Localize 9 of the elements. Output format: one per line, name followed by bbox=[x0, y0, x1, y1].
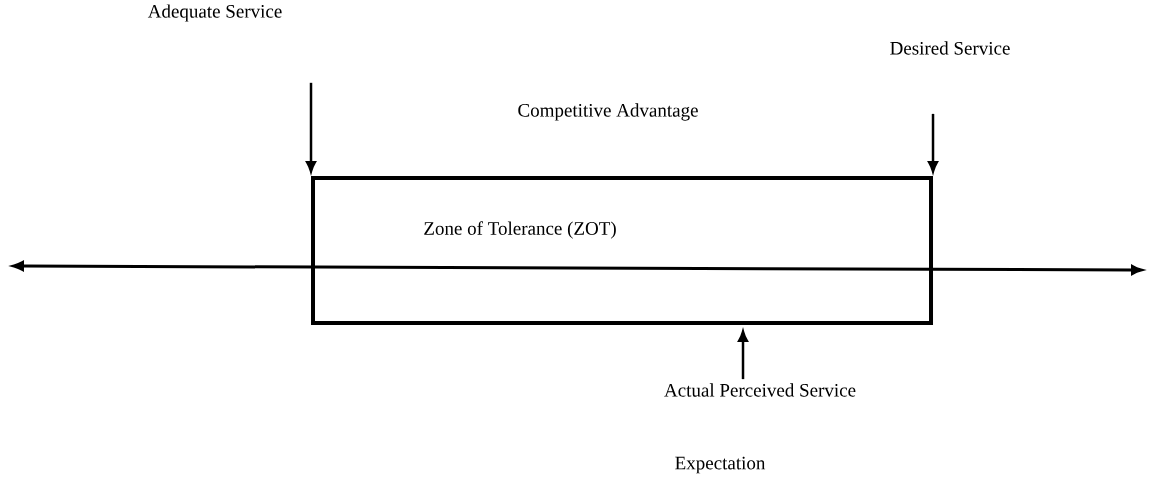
arrow bbox=[928, 113, 938, 173]
arrow bbox=[306, 82, 316, 173]
text-label: Competitive Advantage bbox=[518, 103, 698, 121]
text-label: Expectation bbox=[675, 456, 766, 474]
service-label: Adequate Service bbox=[147, 4, 282, 22]
arrow bbox=[738, 330, 748, 380]
service-label: Desired Service bbox=[890, 41, 1010, 55]
zone-box: Zone of Tolerance (ZOT) bbox=[311, 176, 933, 325]
service-label: Actual Perceived Service bbox=[664, 383, 856, 397]
